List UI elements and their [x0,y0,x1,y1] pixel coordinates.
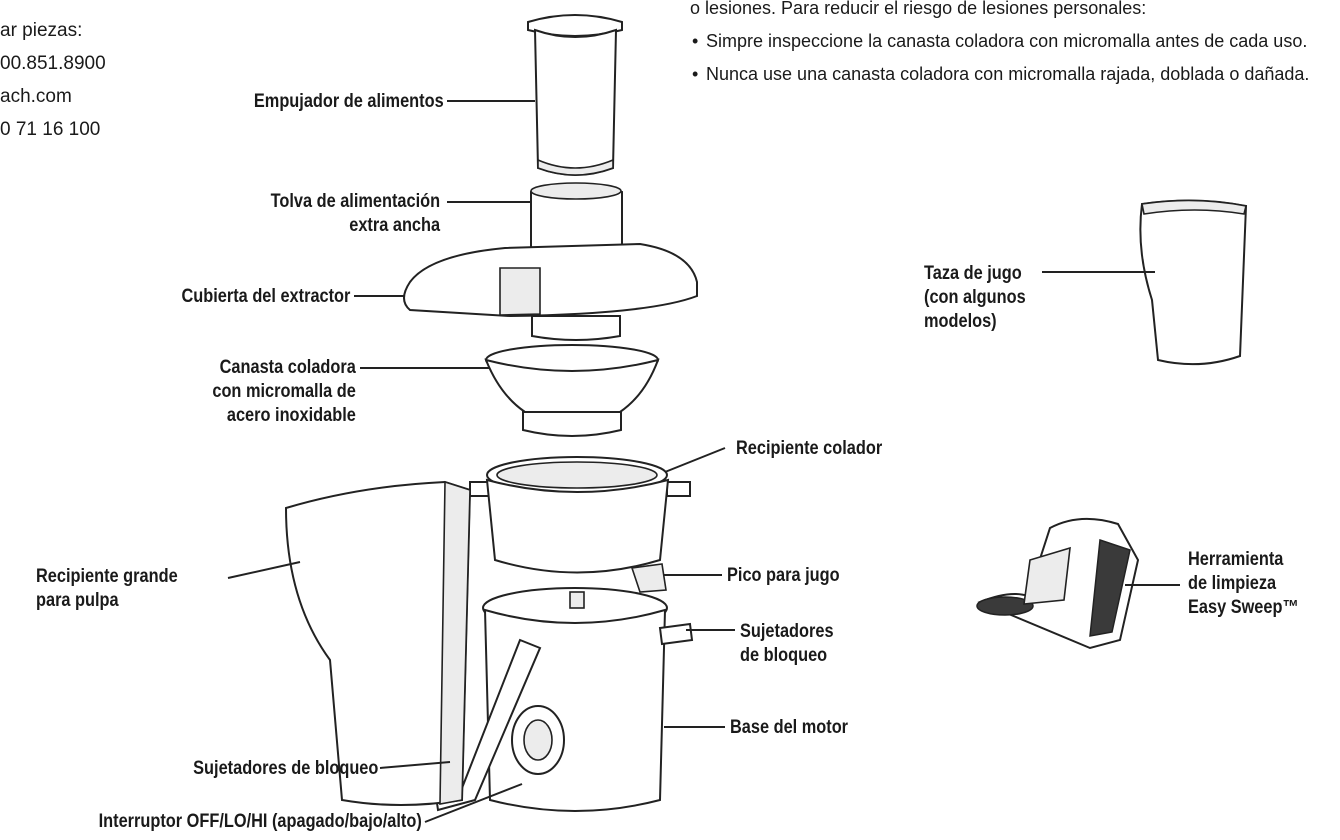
label-juice-spout: Pico para jugo [727,564,840,588]
label-filter-basket: Canasta coladora con micromalla de acero… [213,356,356,428]
label-strainer-bowl: Recipiente colador [736,437,882,461]
label-feed-tube: Tolva de alimentación extra ancha [270,190,440,238]
filter-basket-illustration [486,345,658,436]
label-locking-clips-right: Sujetadores de bloqueo [740,620,834,668]
label-juice-cup: Taza de jugo (con algunos modelos) [924,262,1026,334]
label-food-pusher: Empujador de alimentos [254,90,444,114]
strainer-bowl-illustration [470,457,690,592]
cleaning-brush-illustration [977,519,1138,648]
motor-base-illustration [436,588,692,811]
label-pulp-container: Recipiente grande para pulpa [36,565,178,613]
label-motor-base: Base del motor [730,716,848,740]
juice-cup-illustration [1140,200,1246,364]
label-power-switch: Interruptor OFF/LO/HI (apagado/bajo/alto… [99,810,422,834]
extractor-cover-illustration [404,183,697,340]
label-locking-clips-left: Sujetadores de bloqueo [193,757,378,781]
food-pusher-illustration [528,15,622,175]
label-extractor-cover: Cubierta del extractor [181,285,350,309]
label-cleaning-tool: Herramienta de limpieza Easy Sweep™ [1188,548,1299,620]
